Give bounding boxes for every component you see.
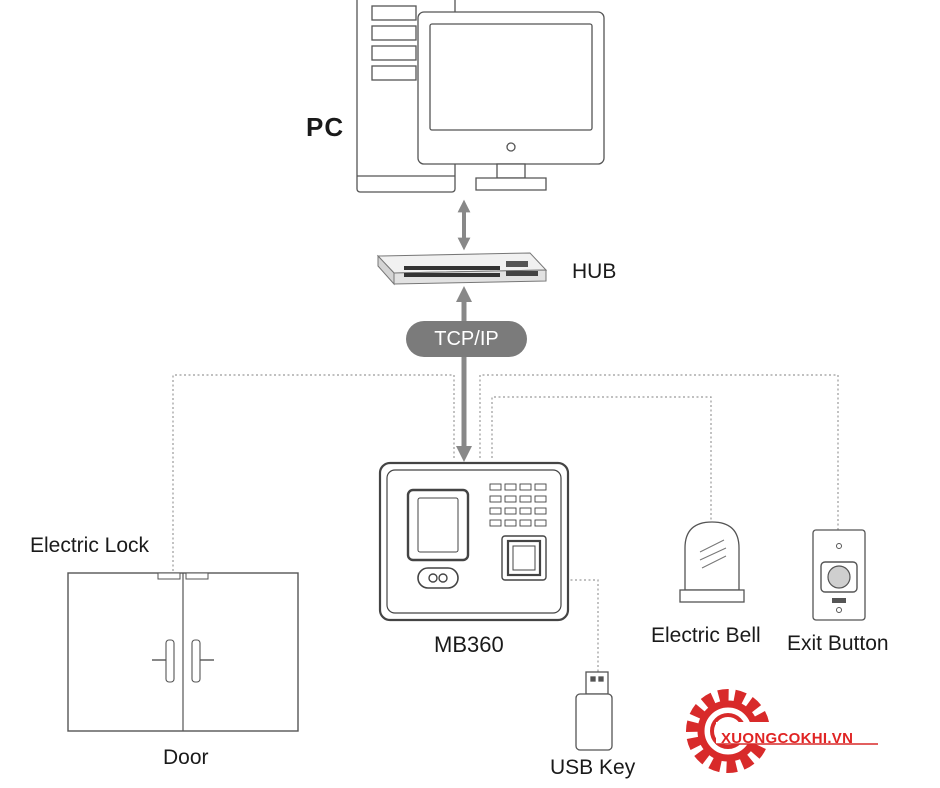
wiring-lines [172, 374, 839, 672]
usb-key-label: USB Key [550, 756, 636, 779]
hub-label: HUB [572, 260, 617, 283]
door-label: Door [163, 746, 209, 769]
door-icon [67, 572, 299, 732]
device-label: MB360 [434, 632, 504, 657]
usb-key-icon [575, 671, 613, 751]
electric-bell-label: Electric Bell [651, 624, 761, 647]
gear-logo-icon [686, 689, 878, 773]
electric-lock-label: Electric Lock [30, 534, 150, 557]
watermark-text: XUONGCOKHI.VN [721, 730, 854, 747]
hub-icon [376, 252, 548, 286]
attendance-device-icon [378, 461, 570, 622]
pc-label: PC [306, 112, 345, 142]
exit-button-icon [812, 529, 866, 621]
tcp-ip-badge: TCP/IP [406, 321, 527, 357]
monitor-icon [417, 11, 605, 191]
electric-bell-icon [679, 521, 745, 603]
exit-button-label: Exit Button [787, 632, 889, 655]
